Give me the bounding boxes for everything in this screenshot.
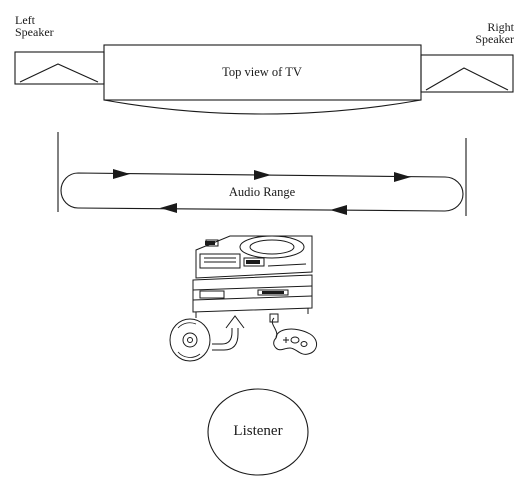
arrow-right-icon	[254, 170, 271, 180]
left-speaker-box	[14, 51, 105, 85]
compact-disc-icon	[169, 318, 211, 362]
left-speaker-label-line1: Left	[15, 13, 35, 27]
right-speaker-label-line2: Speaker	[475, 32, 514, 46]
gamepad-controller-icon	[269, 313, 317, 355]
arrow-right-icon	[113, 169, 130, 179]
right-speaker-label-line1: Right	[487, 20, 514, 34]
curved-arrow-up-icon	[212, 315, 245, 351]
listener-label: Listener	[233, 423, 283, 439]
right-speaker-label: Right Speaker	[475, 21, 514, 45]
game-console-with-cd-drive-icon	[192, 235, 313, 318]
arrow-right-icon	[394, 172, 411, 182]
left-speaker-label-line2: Speaker	[15, 25, 54, 39]
tv-top-view	[103, 44, 422, 115]
arrow-left-icon	[330, 205, 347, 215]
tv-label: Top view of TV	[222, 65, 302, 79]
audio-range-loop	[60, 172, 464, 212]
left-speaker-label: Left Speaker	[15, 14, 54, 38]
listener-circle	[207, 388, 309, 476]
audio-range-label: Audio Range	[228, 185, 296, 199]
arrow-left-icon	[160, 203, 177, 213]
right-speaker-box	[420, 54, 514, 93]
